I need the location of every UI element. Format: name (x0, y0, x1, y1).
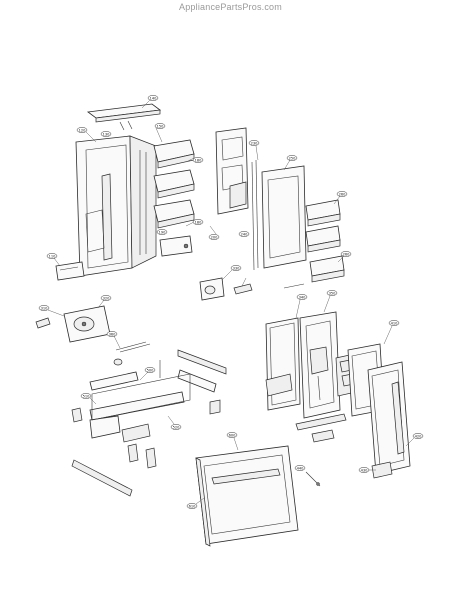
callout: 150 (154, 123, 166, 129)
water-valve-part (35, 317, 51, 329)
watermark-text: AppliancePartsPros.com (179, 2, 282, 12)
center-door-panel (215, 127, 249, 215)
svg-text:180: 180 (195, 158, 203, 162)
svg-text:410: 410 (391, 321, 399, 325)
freezer-drawer-front (195, 445, 299, 547)
svg-text:430: 430 (361, 468, 369, 472)
callout: 240 (238, 231, 250, 237)
callout: 180 (192, 219, 204, 225)
svg-text:140: 140 (150, 96, 158, 100)
svg-text:610: 610 (189, 504, 197, 508)
callout: 360 (106, 331, 118, 337)
drawer-frame (89, 360, 217, 443)
callout: 110 (46, 253, 58, 259)
callout: 510 (80, 393, 92, 399)
svg-text:360: 360 (109, 332, 117, 336)
svg-text:130: 130 (103, 132, 111, 136)
callout: 260 (336, 191, 348, 197)
callout: 190 (156, 229, 168, 235)
callout: 330 (230, 265, 242, 271)
right-door-bins (305, 199, 345, 283)
svg-text:320: 320 (103, 296, 111, 300)
left-fridge-door (75, 135, 157, 277)
callout-labels: 140 120 130 150 180 180 200 190 230 250 … (38, 95, 424, 509)
svg-text:190: 190 (159, 230, 167, 234)
callout: 120 (76, 127, 88, 133)
callout: 610 (186, 503, 198, 509)
callout: 140 (147, 95, 159, 101)
leader-lines (47, 99, 415, 505)
callout: 520 (170, 424, 182, 430)
left-door-bins (153, 139, 195, 229)
svg-text:600: 600 (229, 433, 237, 437)
svg-text:260: 260 (343, 252, 351, 256)
callout: 500 (144, 367, 156, 373)
callout: 410 (388, 320, 400, 326)
svg-text:340: 340 (299, 295, 307, 299)
svg-text:240: 240 (241, 232, 249, 236)
callout: 130 (100, 131, 112, 137)
callout: 230 (248, 140, 260, 146)
callout: 320 (100, 295, 112, 301)
water-filter-assembly (63, 305, 111, 343)
svg-text:120: 120 (79, 128, 87, 132)
callout: 310 (38, 305, 50, 311)
damper-assembly (199, 277, 305, 301)
callout: 440 (294, 465, 306, 471)
callout: 340 (296, 294, 308, 300)
svg-text:510: 510 (83, 394, 91, 398)
rods (115, 341, 151, 353)
callout: 600 (226, 432, 238, 438)
slide-rails (71, 349, 227, 497)
svg-text:250: 250 (289, 156, 297, 160)
callout: 180 (192, 157, 204, 163)
label-plate (55, 261, 85, 281)
lower-hinge-parts (265, 373, 393, 487)
svg-text:260: 260 (339, 192, 347, 196)
svg-text:350: 350 (329, 291, 337, 295)
right-door-liner (251, 159, 307, 271)
svg-text:440: 440 (297, 466, 305, 470)
callout: 260 (340, 251, 352, 257)
right-outer-door (367, 361, 411, 475)
right-door-dispenser-panel (299, 311, 341, 419)
svg-text:520: 520 (173, 425, 181, 429)
svg-text:500: 500 (147, 368, 155, 372)
callout: 200 (208, 234, 220, 240)
svg-text:180: 180 (195, 220, 203, 224)
svg-text:110: 110 (49, 254, 57, 258)
svg-text:310: 310 (41, 306, 49, 310)
callout: 350 (326, 290, 338, 296)
right-door-gasket-frame (265, 317, 301, 411)
svg-text:420: 420 (415, 434, 423, 438)
top-hinge-cover (86, 103, 162, 131)
svg-text:230: 230 (251, 141, 259, 145)
callout: 430 (358, 467, 370, 473)
svg-text:330: 330 (233, 266, 241, 270)
svg-text:150: 150 (157, 124, 165, 128)
callout: 420 (412, 433, 424, 439)
small-door-guard (159, 235, 193, 257)
callout: 250 (286, 155, 298, 161)
svg-text:200: 200 (211, 235, 219, 239)
lower-small-parts (71, 358, 221, 469)
